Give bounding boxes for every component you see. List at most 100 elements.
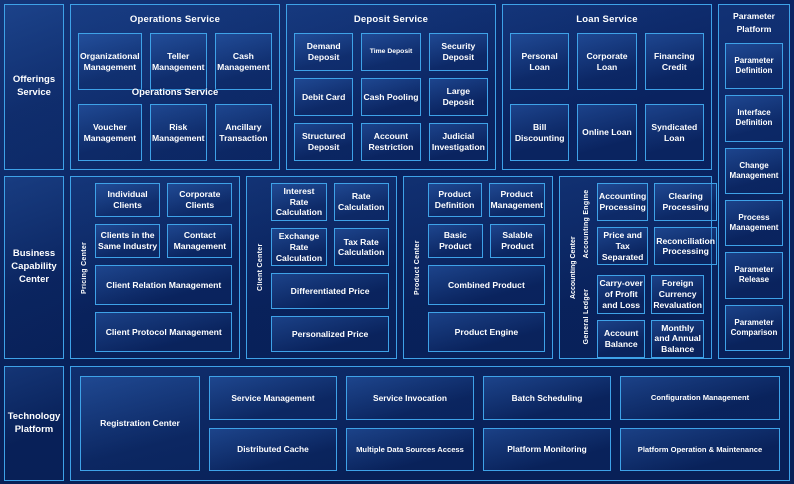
cell-batch-scheduling[interactable]: Batch Scheduling [483, 376, 611, 420]
panel-parameter-platform[interactable]: Parameter Platform Parameter Definition … [718, 4, 790, 359]
cell-basic-product[interactable]: Basic Product [427, 224, 483, 258]
cell-platform-monitoring[interactable]: Platform Monitoring [483, 427, 611, 471]
cell-parameter-release[interactable]: Parameter Release [725, 252, 783, 299]
cell-account-restriction[interactable]: Account Restriction [361, 123, 421, 161]
panel-deposit-service[interactable]: Deposit Service Demand Deposit Time Depo… [286, 4, 496, 170]
technology-column-2: Service Invocation Multiple Data Sources… [346, 376, 474, 471]
cell-registration-center[interactable]: Registration Center [80, 376, 200, 471]
technology-column-3: Batch Scheduling Platform Monitoring [483, 376, 611, 471]
cell-service-management[interactable]: Service Management [209, 376, 337, 420]
cell-clearing-processing[interactable]: Clearing Processing [654, 183, 718, 222]
cell-reconciliation-processing[interactable]: Reconciliation Processing [654, 227, 718, 266]
cell-risk-management[interactable]: Risk Management [149, 104, 207, 161]
cell-parameter-definition[interactable]: Parameter Definition [725, 42, 783, 90]
cell-demand-deposit[interactable]: Demand Deposit [294, 33, 354, 71]
cell-contact-management[interactable]: Contact Management [167, 224, 233, 258]
cell-voucher-management[interactable]: Voucher Management [78, 104, 142, 161]
sidebar-item-business-capability-center[interactable]: Business Capability Center [4, 176, 64, 359]
cell-time-deposit[interactable]: Time Deposit [361, 33, 421, 71]
cell-parameter-comparison[interactable]: Parameter Comparison [725, 304, 783, 352]
panel-technology-platform[interactable]: Registration Center Service Management D… [70, 366, 790, 481]
vertical-label-accounting-engine: Accounting Engine [583, 189, 591, 259]
vertical-label-accounting-center: Accounting Center [570, 236, 578, 299]
cell-differentiated-price[interactable]: Differentiated Price [271, 273, 389, 310]
cell-bill-discounting[interactable]: Bill Discounting [510, 104, 570, 161]
cell-judicial-investigation[interactable]: Judicial Investigation [428, 123, 488, 161]
cell-online-loan[interactable]: Online Loan [577, 104, 637, 161]
cell-change-management[interactable]: Change Management [725, 147, 783, 194]
cell-combined-product[interactable]: Combined Product [427, 265, 546, 305]
cell-financing-credit[interactable]: Financing Credit [644, 33, 704, 90]
panel-title-operations-service: Operations Service [129, 14, 221, 25]
vertical-label-product-center: Product Center [413, 240, 421, 295]
duplicate-operations-service-label: Operations Service [131, 87, 219, 98]
cell-teller-management[interactable]: Teller Management [149, 33, 207, 90]
cell-product-engine[interactable]: Product Engine [427, 312, 546, 352]
pricing-center-body: Individual Clients Corporate Clients Cli… [91, 183, 233, 352]
cell-corporate-clients[interactable]: Corporate Clients [167, 183, 233, 217]
cell-foreign-currency-revaluation[interactable]: Foreign Currency Revaluation [651, 275, 705, 314]
cell-client-protocol-management[interactable]: Client Protocol Management [95, 312, 233, 352]
cell-price-and-tax-separated[interactable]: Price and Tax Separated [597, 227, 649, 266]
panel-client-center[interactable]: Client Center Interest Rate Calculation … [246, 176, 397, 359]
cell-organizational-management[interactable]: Organizational Management [78, 33, 142, 90]
cell-accounting-processing[interactable]: Accounting Processing [597, 183, 649, 222]
panel-product-center[interactable]: Product Center Product Definition Produc… [402, 176, 554, 359]
cell-salable-product[interactable]: Salable Product [489, 224, 546, 258]
cell-rate-calculation[interactable]: Rate Calculation [333, 183, 389, 222]
product-center-body: Product Definition Product Management Ba… [424, 183, 546, 352]
client-center-body: Interest Rate Calculation Rate Calculati… [267, 183, 389, 352]
technology-column-1: Service Management Distributed Cache [209, 376, 337, 471]
panel-title-deposit-service: Deposit Service [353, 14, 429, 25]
cell-account-balance[interactable]: Account Balance [597, 319, 646, 358]
vertical-label-pricing-center: Pricing Center [81, 241, 88, 294]
cell-cash-management[interactable]: Cash Management [214, 33, 272, 90]
cell-client-relation-management[interactable]: Client Relation Management [95, 265, 233, 305]
cell-configuration-management[interactable]: Configuration Management [620, 376, 780, 420]
cell-cash-pooling[interactable]: Cash Pooling [361, 78, 421, 116]
cell-product-management[interactable]: Product Management [488, 183, 546, 217]
section-accounting-engine: Accounting Engine Accounting Processing … [580, 183, 718, 266]
accounting-center-sections: Accounting Engine Accounting Processing … [580, 183, 718, 358]
technology-platform-body: Registration Center Service Management D… [80, 376, 780, 471]
cell-security-deposit[interactable]: Security Deposit [428, 33, 488, 71]
rail-title-parameter-platform: Parameter Platform [732, 11, 776, 34]
cell-structured-deposit[interactable]: Structured Deposit [294, 123, 354, 161]
cell-debit-card[interactable]: Debit Card [294, 78, 354, 116]
business-capability-panels: Pricing Center Individual Clients Corpor… [70, 176, 718, 359]
technology-platform-row: Technology Platform Registration Center … [4, 366, 790, 481]
business-capability-center-row: Business Capability Center Pricing Cente… [4, 176, 790, 359]
client-center-row-1: Interest Rate Calculation Rate Calculati… [271, 183, 389, 222]
deposit-service-grid: Demand Deposit Time Deposit Security Dep… [294, 33, 488, 161]
sidebar-item-offerings-service[interactable]: Offerings Service [4, 4, 64, 170]
accounting-engine-grid: Accounting Processing Clearing Processin… [593, 183, 718, 266]
cell-interface-definition[interactable]: Interface Definition [725, 95, 783, 142]
cell-ancillary-transaction[interactable]: Ancillary Transaction [214, 104, 272, 161]
cell-large-deposit[interactable]: Large Deposit [428, 78, 488, 116]
cell-monthly-and-annual-balance[interactable]: Monthly and Annual Balance [651, 319, 705, 358]
cell-carry-over-of-profit-and-loss[interactable]: Carry-over of Profit and Loss [597, 275, 646, 314]
cell-service-invocation[interactable]: Service Invocation [346, 376, 474, 420]
sidebar-item-technology-platform[interactable]: Technology Platform [4, 366, 64, 481]
cell-interest-rate-calculation[interactable]: Interest Rate Calculation [271, 183, 327, 222]
cell-product-definition[interactable]: Product Definition [427, 183, 482, 217]
cell-individual-clients[interactable]: Individual Clients [95, 183, 161, 217]
cell-platform-operation-maintenance[interactable]: Platform Operation & Maintenance [620, 427, 780, 471]
cell-corporate-loan[interactable]: Corporate Loan [577, 33, 637, 90]
product-center-row-1: Product Definition Product Management [427, 183, 546, 217]
cell-syndicated-loan[interactable]: Syndicated Loan [644, 104, 704, 161]
panel-loan-service[interactable]: Loan Service Personal Loan Corporate Loa… [502, 4, 712, 170]
cell-process-management[interactable]: Process Management [725, 199, 783, 247]
panel-operations-service[interactable]: Operations Service Organizational Manage… [70, 4, 280, 170]
vertical-label-general-ledger: General Ledger [583, 288, 591, 345]
cell-exchange-rate-calculation[interactable]: Exchange Rate Calculation [271, 228, 327, 267]
cell-multiple-data-sources-access[interactable]: Multiple Data Sources Access [346, 427, 474, 471]
panel-accounting-center[interactable]: Accounting Center Accounting Engine Acco… [559, 176, 718, 359]
cell-clients-in-the-same-industry[interactable]: Clients in the Same Industry [95, 224, 161, 258]
cell-personal-loan[interactable]: Personal Loan [510, 33, 570, 90]
cell-personalized-price[interactable]: Personalized Price [271, 316, 389, 352]
cell-distributed-cache[interactable]: Distributed Cache [209, 427, 337, 471]
panel-pricing-center[interactable]: Pricing Center Individual Clients Corpor… [70, 176, 241, 359]
cell-tax-rate-calculation[interactable]: Tax Rate Calculation [333, 228, 389, 267]
